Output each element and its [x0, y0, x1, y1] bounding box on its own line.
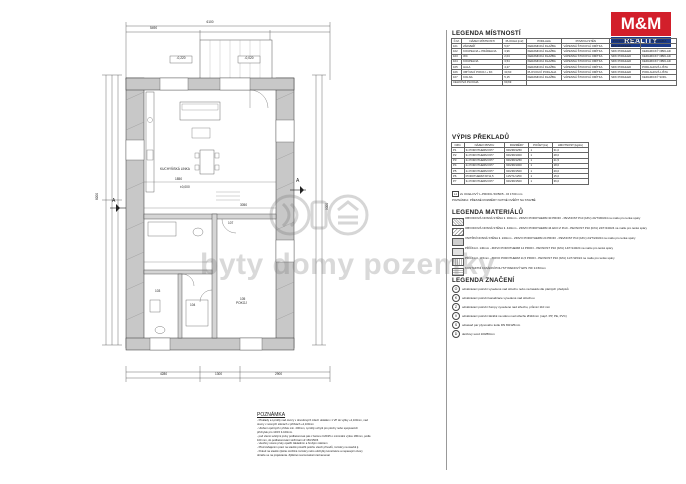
material-label: OBVODOVÁ NOSNÁ STĚNA tl. 300mm - ZDIVO P… — [465, 216, 641, 220]
vypis-prekladu-table: OZN. NÁZEV PRVKU ROZMĚRY POČET [ks] HMOT… — [451, 141, 590, 185]
level-mark-1: -0,220 — [176, 56, 186, 60]
symbol-icon: K — [452, 294, 460, 302]
material-item: PŘÍČKA tl. 115mm - ZDIVO POROTHERM 11,5 … — [452, 256, 672, 266]
znaceni-label: dešťový svod 100/80mm — [462, 331, 495, 336]
poznamka-title: POZNÁMKA — [257, 412, 286, 418]
lintel-note-1-text: 2x OCELOVÝ L-PROFIL 50/50/5 - Dl 1700 mm — [459, 192, 523, 196]
material-item: VNITŘNÍ NOSNÁ STĚNA tl. 240mm - ZDIVO PO… — [452, 236, 672, 246]
watermark-text: byty domy pozemky — [200, 248, 496, 281]
lintel-note-1: L1 2x OCELOVÝ L-PROFIL 50/50/5 - Dl 1700… — [452, 191, 522, 197]
poznamka-body: - Překlady a l-profily nad otvory v obvo… — [257, 419, 437, 458]
l-profile-badge: L1 — [452, 191, 460, 197]
material-swatch — [452, 228, 464, 236]
poznamka-line: otvory v nosných stěnách v příčkách +2,1… — [257, 422, 314, 426]
material-swatch — [452, 268, 464, 276]
total-value: 60,69 — [502, 79, 527, 86]
symbol-icon: S — [452, 321, 460, 329]
table-cell: 90/238/1500 — [504, 178, 530, 185]
znaceni-label: odvětrávací potrubí kanalizace vyvedené … — [462, 295, 535, 300]
material-swatch — [452, 218, 464, 226]
dim-bottom-3: 2900 — [275, 372, 283, 376]
znaceni-label: odvětrávací potrubí vyvedené nad střechu… — [462, 286, 569, 291]
material-swatch — [452, 248, 464, 256]
symbol-icon: Z — [452, 303, 460, 311]
total-label: CELKOVÁ PLOCHA — [450, 79, 504, 86]
material-label: PŘÍČKA tl. 140mm - ZDIVO POROTHERM 14 PR… — [465, 246, 614, 250]
table-cell: P7 — [451, 178, 465, 185]
poznamka-line: - Uložení opěrných i příček min. 200mm, … — [257, 426, 358, 430]
znaceni-label: odvětrávací potrubí žumpy vyvedené nad s… — [462, 304, 551, 309]
table-cell: 1 — [528, 178, 553, 185]
section-marker-right: A — [296, 178, 300, 184]
table-row: 102 KOUPELNA + PRÁDELNA 3,96 KERAMICKÁ D… — [450, 48, 677, 55]
poznamka-line: - Překlady a l-profily nad otvory v obvo… — [257, 419, 368, 422]
legenda-mistnosti-table: Č.M. NÁZEV MÍSTNOSTI PLOCHA [m2] PODLAHA… — [450, 37, 678, 86]
dim-top: 6100 — [206, 20, 214, 24]
level-mark-2: -0,020 — [244, 56, 254, 60]
table-cell — [525, 79, 678, 86]
room-number-104: 104 — [190, 303, 196, 307]
symbol-icon: D — [452, 330, 460, 338]
floor-plan — [102, 22, 331, 382]
material-item: KONTAKTNÍ FASÁDNÍ POLYSTYRENOVÝ EPS 70F … — [452, 266, 672, 276]
room-label-105: POKOJ — [236, 301, 247, 305]
poznamka-line: - Pokud na stavbě zjistíte rozdílné rozm… — [257, 450, 363, 454]
section-marker-left: A — [112, 198, 116, 204]
poznamka-line: - pod všemi svislými prvky podbetonovat … — [257, 434, 371, 438]
dim-bottom-1: 4280 — [160, 372, 168, 376]
material-item: OBVODOVÁ NOSNÁ STĚNA tl. 300mm - ZDIVO P… — [452, 216, 672, 226]
room-number-107: 107 — [228, 221, 234, 225]
material-label: VNITŘNÍ NOSNÁ STĚNA tl. 240mm - ZDIVO PO… — [465, 236, 636, 240]
legenda-materialu-title: LEGENDA MATERIÁLŮ — [452, 209, 524, 216]
material-label: KONTAKTNÍ FASÁDNÍ POLYSTYRENOVÝ EPS 70F … — [465, 266, 546, 270]
room-number-105: 105 — [240, 297, 246, 301]
material-item: PŘÍČKA tl. 140mm - ZDIVO POROTHERM 14 PR… — [452, 246, 672, 256]
dim-inner-2: 3050 — [240, 203, 248, 207]
dim-inner-1: 1850 — [175, 177, 183, 181]
room-number-103: 103 — [155, 289, 161, 293]
material-item: OBVODOVÁ NOSNÁ STĚNA tl. 440mm - ZDIVO P… — [452, 226, 672, 236]
poznamka-line: obraťte se na projektanta. Zjištěné nesr… — [257, 454, 330, 458]
znaceni-label: odvětrávací potrubí škrábk na stěnu nad … — [462, 313, 567, 318]
material-label: OBVODOVÁ NOSNÁ STĚNA tl. 440mm - ZDIVO P… — [465, 226, 647, 230]
dim-bottom-2: 1300 — [215, 372, 223, 376]
material-swatch — [452, 258, 464, 266]
poznamka-line: - Před zahájením prací na stavbě prověři… — [257, 446, 360, 450]
table-row: 103 WC 2,04 KERAMICKÁ DLAŽBA VÁPENNÁ ŠTU… — [450, 53, 677, 60]
vypis-prekladu-title: VÝPIS PŘEKLADŮ — [452, 134, 510, 141]
table-cell: 36,0 — [551, 178, 590, 185]
material-swatch — [452, 238, 464, 246]
poznamka-line: příchytek pro 10/15 3-100mm. — [257, 430, 293, 434]
table-row: P5 2x POROTHERM KP7 90/238/1500 1 29,0 — [451, 167, 590, 175]
sheet-divider — [446, 30, 447, 470]
table-total-row: CELKOVÁ PLOCHA 60,69 — [450, 79, 678, 86]
watermark-emblem — [269, 194, 369, 236]
kitchen-note: KUCHYŇSKÁ LINKA — [160, 167, 190, 171]
dim-left: 8200 — [95, 192, 99, 200]
symbol-icon: V — [452, 312, 460, 320]
poznamka-line: 100 mm, do podbetonování vložit kari síť… — [257, 438, 319, 442]
material-label: PŘÍČKA tl. 115mm - ZDIVO POROTHERM 11,5 … — [465, 256, 615, 260]
znaceni-label: odsavač par plynového kotle DN 80/125mm — [462, 322, 521, 327]
legenda-znaceni-title: LEGENDA ZNAČENÍ — [452, 277, 515, 284]
logo-top-text: M&M — [611, 12, 671, 36]
lintel-note-2: POZNÁMKA: PŘESNÉ ROZMĚRY NUTNÉ OVĚŘIT NA… — [452, 198, 536, 202]
table-cell: 3x POROTHERM KP7 — [463, 178, 506, 185]
legenda-mistnosti-title: LEGENDA MÍSTNOSTÍ — [452, 30, 521, 37]
dim-top-2: 5490 — [150, 26, 158, 30]
poznamka-line: - všechny nosné prvky opatřit základním … — [257, 442, 328, 446]
symbol-icon: O — [452, 285, 460, 293]
table-row: P7 3x POROTHERM KP7 90/238/1500 1 36,0 — [451, 178, 590, 185]
level-mark-3: ±0,000 — [180, 185, 190, 189]
table-header-row: Č.M. NÁZEV MÍSTNOSTI PLOCHA [m2] PODLAHA… — [450, 37, 677, 45]
